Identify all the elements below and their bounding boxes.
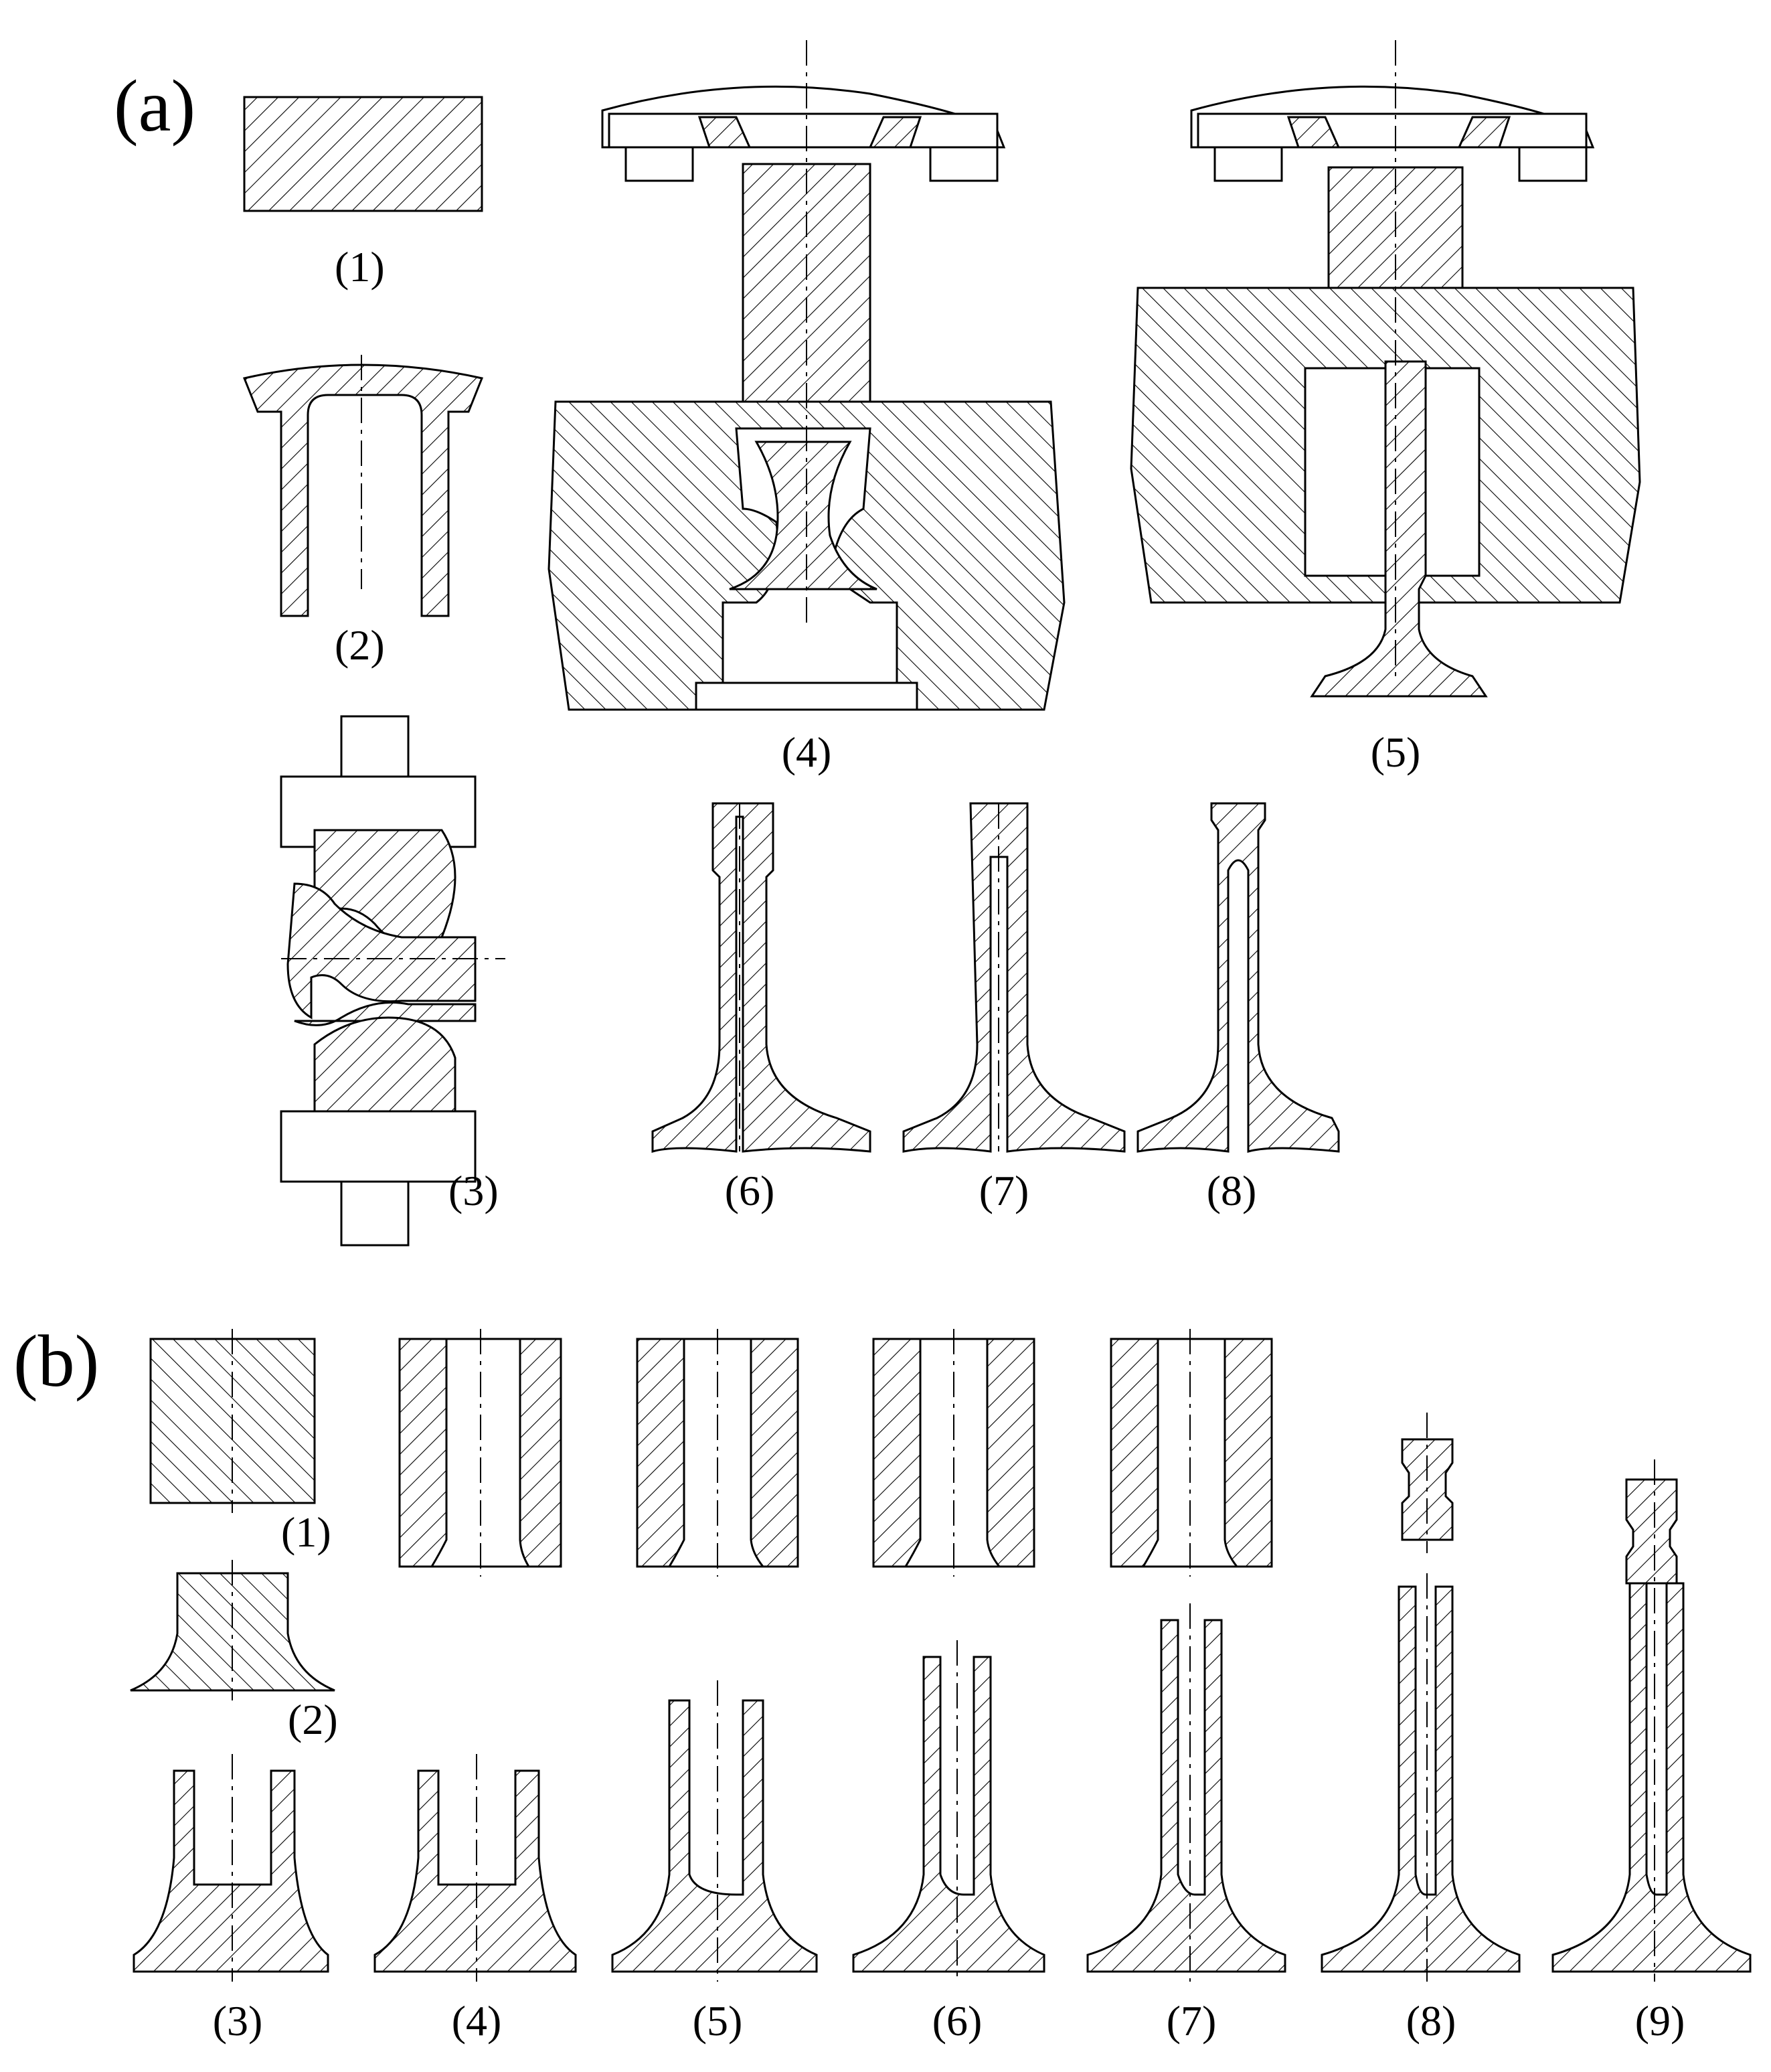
a-step-1-label: (1)	[335, 243, 385, 291]
b-step-7-label: (7)	[1167, 1997, 1217, 2045]
a-step-3-upsetting	[280, 715, 505, 1247]
a-step-7-valve-blank	[902, 802, 1126, 1153]
b-step-6-valve	[852, 1329, 1045, 1982]
a-step-2-label: (2)	[335, 621, 385, 669]
a-step-3-label: (3)	[448, 1167, 499, 1214]
b-step-5-label: (5)	[693, 1997, 743, 2045]
a-step-6-valve-blank	[651, 802, 871, 1153]
b-step-2-label: (2)	[288, 1696, 338, 1743]
b-step-8-label: (8)	[1406, 1997, 1456, 2045]
b-step-4-cup	[373, 1329, 577, 1982]
b-step-3-cup	[133, 1754, 329, 1982]
a-step-8-label: (8)	[1207, 1167, 1257, 1214]
a-step-2-cup-blank	[242, 355, 484, 617]
b-step-7-valve	[1086, 1329, 1286, 1982]
b-step-2-headed-blank	[130, 1560, 335, 1700]
a-step-4-label: (4)	[782, 728, 832, 776]
a-step-1-billet	[243, 96, 483, 212]
panel-b-label: (b)	[13, 1320, 99, 1402]
b-step-1-label: (1)	[281, 1508, 331, 1556]
b-step-8-valve	[1321, 1413, 1521, 1982]
a-step-4-extrusion	[547, 40, 1066, 711]
a-step-8-valve-blank	[1136, 802, 1340, 1153]
a-step-6-label: (6)	[725, 1167, 775, 1214]
b-step-9-label: (9)	[1635, 1997, 1685, 2045]
b-step-5-valve	[611, 1329, 818, 1982]
a-step-5-label: (5)	[1371, 728, 1421, 776]
b-step-3-label: (3)	[213, 1997, 263, 2045]
panel-a-label: (a)	[114, 65, 195, 147]
a-step-5-ejection	[1130, 40, 1641, 698]
b-step-1-billet	[149, 1329, 316, 1513]
a-step-7-label: (7)	[979, 1167, 1029, 1214]
b-step-4-label: (4)	[452, 1997, 502, 2045]
b-step-6-label: (6)	[932, 1997, 983, 2045]
b-step-9-valve	[1551, 1459, 1752, 1982]
